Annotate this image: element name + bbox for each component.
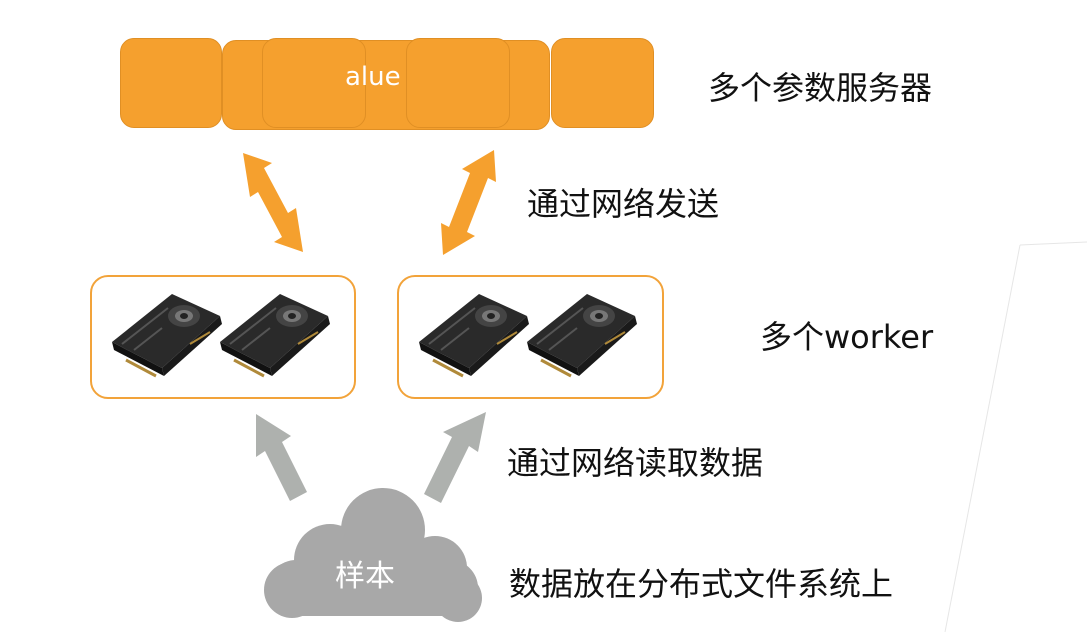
double-arrow-icon [441,150,496,255]
parameter-server-box [262,38,366,128]
up-arrow-icon [256,414,307,501]
network-send-label: 通过网络发送 [527,185,720,223]
workers-label: 多个worker [760,318,934,356]
samples-side-label: 数据放在分布式文件系统上 [509,565,894,603]
parameter-server-label: alue [345,62,401,92]
up-arrow-icon [424,412,486,503]
samples-label: 样本 [335,559,395,594]
network-read-label: 通过网络读取数据 [507,444,764,482]
parameter-server-box [406,38,510,128]
double-arrow-icon [243,153,303,252]
parameter-server-side-label: 多个参数服务器 [708,69,933,107]
parameter-server-box [551,38,654,128]
parameter-server-box [120,38,222,128]
